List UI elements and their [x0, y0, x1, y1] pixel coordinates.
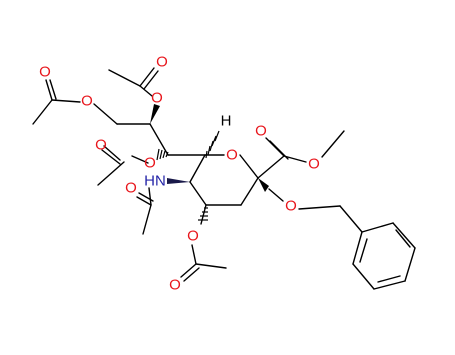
hash-bonds — [156, 130, 220, 221]
atom-o-lower-carbonyl: O — [169, 277, 181, 294]
atom-o-side-carbonyl: O — [95, 137, 107, 154]
atom-o-amide: O — [125, 180, 137, 197]
atom-o-top-ester: O — [151, 90, 163, 107]
atom-o-top-carbonyl: O — [156, 54, 168, 71]
atom-o-methyl-carbonyl: O — [255, 123, 267, 140]
atom-o-lower-ester: O — [187, 228, 199, 245]
atom-o-methyl-ester: O — [308, 156, 320, 173]
atom-o-side-chain: O — [144, 155, 156, 172]
bond-lines — [32, 67, 416, 290]
atom-o-left-carbonyl: O — [39, 64, 51, 81]
atom-o-benzyloxy: O — [285, 198, 297, 215]
atom-o-ring: O — [226, 147, 238, 164]
atom-nh: HN — [144, 173, 166, 190]
atom-h-anomeric: H — [221, 113, 232, 130]
wedge-bonds — [150, 104, 269, 192]
atom-o-left-ester: O — [81, 93, 93, 110]
atom-labels: O O O O H O O O O O HN O O O O — [39, 54, 320, 294]
